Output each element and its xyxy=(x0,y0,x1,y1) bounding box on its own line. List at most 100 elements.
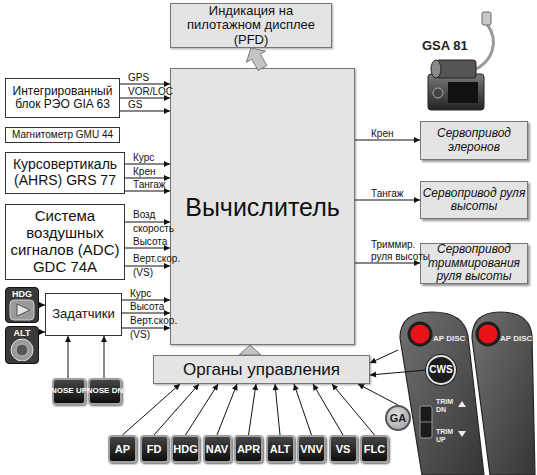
signal-name: Возд скорость xyxy=(133,208,174,236)
node-label: APR xyxy=(237,443,260,455)
ga-button: GA xyxy=(385,405,411,431)
signal-name: Высота xyxy=(133,236,167,248)
signal-arrow xyxy=(125,178,170,179)
unit-box: Курсовертикаль (AHRS) GRS 77 xyxy=(5,152,125,194)
mode-button: ALT xyxy=(266,435,295,463)
mode-button: FLC xyxy=(360,435,389,463)
node-label: NOSE DN xyxy=(87,387,123,396)
signal-name: VOR/LOC xyxy=(128,86,173,98)
nose-button: NOSE UP xyxy=(52,378,86,405)
node-label: Магнитометр GMU 44 xyxy=(12,129,113,140)
unit-box: Система воздушных сигналов (ADC) GDC 74A xyxy=(5,204,125,280)
sensor-box: Магнитометр GMU 44 xyxy=(5,127,120,143)
signal-arrow xyxy=(125,164,170,165)
signal-arrow xyxy=(120,98,170,99)
computer-box: Вычислитель xyxy=(170,68,355,345)
flow-arrow xyxy=(246,48,266,71)
node-label: HDG xyxy=(173,443,197,455)
signal-arrow xyxy=(122,313,170,314)
display-box: Индикация на пилотажном дисплее (PFD) xyxy=(170,3,332,48)
node-label: TRIM UP xyxy=(436,428,453,444)
signal-name: Курс xyxy=(130,288,151,300)
yoke-body xyxy=(472,312,535,475)
signal-name: Крен xyxy=(371,128,393,140)
node-label: Органы управления xyxy=(183,360,340,379)
node-label: NOSE UP xyxy=(51,387,87,396)
signal-arrow xyxy=(122,300,170,301)
disconnect-button xyxy=(409,323,431,345)
trim-down-arrow xyxy=(458,431,466,437)
selector-box: Задатчики xyxy=(45,293,122,336)
servo-box: Сервопривод элеронов xyxy=(420,121,528,160)
node-label: Интегрированный блок РЭО GIA 63 xyxy=(6,85,119,112)
signal-arrow xyxy=(313,384,343,435)
mode-button: VNV xyxy=(297,435,326,463)
alt-knob: ALT xyxy=(5,326,39,364)
signal-arrow xyxy=(275,384,280,435)
part-name: GSA 81 xyxy=(422,38,468,53)
node-label: Система воздушных сигналов (ADC) GDC 74A xyxy=(6,208,124,275)
node-label: TRIM DN xyxy=(436,398,453,414)
servo-motor xyxy=(436,60,476,78)
controls-box: Органы управления xyxy=(153,355,370,384)
signal-arrow xyxy=(370,350,398,363)
signal-name: Тангаж xyxy=(371,188,403,200)
node-label: AP xyxy=(115,443,130,455)
hdg-knob: HDG xyxy=(5,287,39,323)
motor-end xyxy=(431,60,441,78)
signal-arrow xyxy=(355,140,420,141)
node-label: Вычислитель xyxy=(185,193,340,221)
signal-arrow xyxy=(125,222,170,223)
yoke-body xyxy=(400,312,484,475)
node-label: VS xyxy=(336,443,351,455)
knob-face xyxy=(10,300,34,320)
knob-pointer xyxy=(17,304,30,316)
node-label: VNV xyxy=(300,443,323,455)
servo-shaft xyxy=(433,88,443,98)
servo-illustration xyxy=(428,12,493,110)
node-label: ALT xyxy=(270,443,291,455)
node-label: FLC xyxy=(364,443,385,455)
signal-name: Крен xyxy=(133,166,155,178)
servo-box: Сервопривод триммирования руля высоты xyxy=(420,243,528,284)
node-label: FD xyxy=(147,443,162,455)
node-label: CWS xyxy=(429,364,452,375)
yoke-grip: AP DISC xyxy=(468,310,536,475)
servo-panel xyxy=(448,82,478,103)
signal-arrow xyxy=(355,200,420,201)
node-label: NAV xyxy=(206,443,228,455)
signal-arrow xyxy=(125,248,170,249)
node-label: Сервопривод триммирования руля высоты xyxy=(421,243,527,283)
cable-connector xyxy=(482,12,491,25)
signal-arrow xyxy=(217,384,237,435)
signal-arrow xyxy=(355,263,420,264)
signal-arrow xyxy=(104,336,105,378)
signal-arrow xyxy=(123,384,181,435)
node-label: Задатчики xyxy=(52,307,115,322)
signal-arrow xyxy=(68,336,69,378)
node-label: Индикация на пилотажном дисплее (PFD) xyxy=(171,4,331,48)
signal-name: Верт.скор. (VS) xyxy=(130,314,177,342)
knob-center xyxy=(16,344,28,356)
mode-button: AP xyxy=(108,435,137,463)
mode-button: APR xyxy=(234,435,263,463)
mode-button: NAV xyxy=(203,435,232,463)
signal-arrow xyxy=(358,384,398,405)
signal-name: Тангаж xyxy=(133,179,165,191)
mode-button: FD xyxy=(140,435,169,463)
node-label: AP DISC xyxy=(500,335,532,344)
flow-arrow xyxy=(239,345,261,355)
node-label: Сервопривод элеронов xyxy=(421,127,527,154)
disconnect-button xyxy=(477,323,499,345)
unit-box: Интегрированный блок РЭО GIA 63 xyxy=(5,78,120,118)
signal-arrow xyxy=(120,111,170,112)
mode-button: VS xyxy=(329,435,358,463)
node-label: ALT xyxy=(6,328,38,338)
signal-arrow xyxy=(39,332,45,333)
node-label: Сервопривод руля высоты xyxy=(421,187,527,214)
signal-arrow xyxy=(370,370,426,375)
signal-name: Верт.скор. (VS) xyxy=(133,252,180,280)
signal-arrow xyxy=(249,384,257,435)
signal-name: Триммир. руля высоты xyxy=(371,239,435,263)
signal-arrow xyxy=(332,384,375,435)
